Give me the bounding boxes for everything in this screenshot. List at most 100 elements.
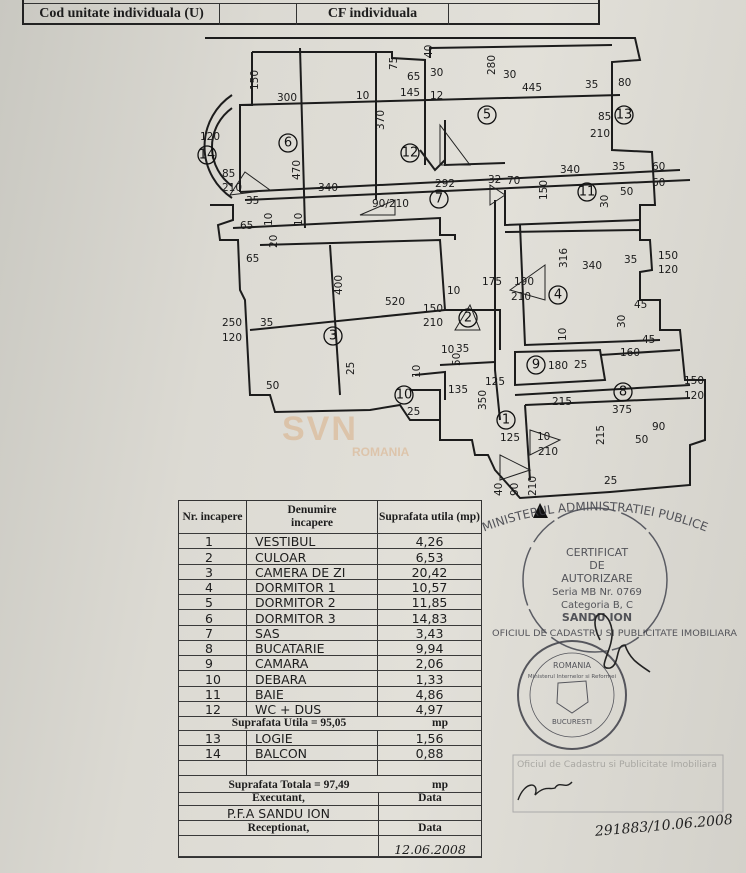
- dimension-label: 210: [511, 291, 531, 303]
- stamp-line: Seria MB Nr. 0769: [552, 587, 642, 598]
- cadastre-stamp-inner: Ministerul Internelor si Reformei: [528, 674, 617, 680]
- cell-area: 4,97: [415, 702, 444, 717]
- room-number-9: 9: [526, 355, 546, 375]
- dimension-label: 12: [430, 90, 443, 102]
- dimension-label: 125: [500, 432, 520, 444]
- wall-line: [329, 244, 341, 396]
- cell-name: DORMITOR 3: [247, 610, 378, 625]
- dimension-label: 215: [552, 396, 572, 408]
- dimension-label: 40: [493, 483, 505, 496]
- table-header-row: Nr. incapere Denumire incapere Suprafata…: [179, 501, 481, 534]
- wall-line: [239, 169, 681, 193]
- dimension-label: 10: [293, 213, 305, 226]
- wall-line: [299, 47, 306, 229]
- dimension-label: 75: [388, 57, 400, 70]
- dimension-label: 35: [246, 195, 259, 207]
- room-circle: [197, 145, 217, 165]
- dimension-label: 80: [618, 77, 631, 89]
- dimension-label: 10: [447, 285, 460, 297]
- dimension-label: 120: [658, 264, 678, 276]
- wall-line: [429, 44, 613, 58]
- wall-line: [239, 94, 621, 106]
- entrance-arrow-icon: [533, 503, 548, 518]
- door-symbol: [499, 454, 532, 481]
- dimension-label: 470: [291, 160, 303, 180]
- cell-area: 4,86: [415, 686, 444, 702]
- dimension-label: 210: [527, 476, 539, 496]
- cell-nr: 8: [179, 640, 247, 655]
- room-number-label: 3: [329, 329, 337, 344]
- wall-line: [414, 361, 496, 400]
- cell-name: CAMARA: [247, 656, 378, 670]
- dimension-label: 120: [200, 131, 220, 143]
- dimension-label: 10: [441, 344, 454, 356]
- cell-empty: [247, 761, 378, 775]
- door-symbol: [454, 303, 481, 331]
- dimension-label: 60: [652, 161, 665, 173]
- dimension-label: 190: [514, 276, 534, 288]
- stamp-line: SANDU ION: [562, 611, 632, 624]
- dimension-label: 120: [684, 390, 704, 402]
- cell-nr: 9: [179, 656, 247, 670]
- dimension-label: 65: [407, 71, 420, 83]
- room-area-table: Nr. incapere Denumire incapere Suprafata…: [178, 500, 482, 858]
- registration-stamp: Oficiul de Cadastru si Publicitate Imobi…: [512, 754, 734, 840]
- wall-line: [244, 179, 691, 201]
- dimension-label: 340: [582, 260, 602, 272]
- executant-label: Executant,: [179, 792, 379, 805]
- signature: [594, 613, 651, 673]
- dimension-label: 160: [620, 347, 640, 359]
- dimension-label: 30: [430, 67, 443, 79]
- cell-nr: 2: [179, 549, 247, 564]
- registration-number: 291883/10.06.2008: [593, 812, 733, 840]
- dimension-label: 10: [537, 431, 550, 443]
- dimension-label: 35: [624, 254, 637, 266]
- header-denumire: Denumire incapere: [247, 501, 378, 533]
- data-label: Data: [418, 822, 442, 834]
- dimension-label: 210: [538, 446, 558, 458]
- room-number-label: 12: [402, 146, 419, 161]
- room-number-6: 6: [278, 133, 298, 153]
- room-number-label: 2: [464, 311, 472, 326]
- room-circle: [496, 410, 516, 430]
- stamp-line: DE: [589, 559, 604, 572]
- cell-nr: 7: [179, 625, 247, 640]
- cell-nr: 4: [179, 579, 247, 594]
- watermark-sub: ROMANIA: [352, 445, 410, 459]
- dimension-label: 35: [456, 343, 469, 355]
- dimension-label: 30: [599, 195, 611, 208]
- cell-name: BALCON: [247, 746, 378, 760]
- door-symbol: [489, 184, 506, 206]
- dimension-label: 45: [634, 299, 647, 311]
- room-number-1: 1: [496, 410, 516, 430]
- suprafata-utila-label: Suprafata Utila = 95,05: [231, 717, 347, 729]
- door-symbol: [359, 199, 396, 216]
- receptionat-label: Receptionat,: [179, 821, 379, 835]
- dimension-label: 30: [503, 69, 516, 81]
- dimension-label: 375: [612, 404, 632, 416]
- dimension-label: 90/210: [372, 198, 409, 210]
- watermark: SVN ROMANIA: [282, 410, 409, 459]
- cell-name: VESTIBUL: [247, 534, 378, 548]
- stamp-line: Categoria B, C: [561, 600, 633, 611]
- registration-signature: [517, 781, 573, 801]
- room-circle: [400, 143, 420, 163]
- room-number-14: 14: [197, 145, 217, 165]
- dimension-label: 210: [423, 317, 443, 329]
- dimension-label: 10: [411, 365, 423, 378]
- cell-area: 9,94: [415, 641, 444, 656]
- room-number-label: 13: [616, 108, 633, 123]
- cell-nr: 5: [179, 595, 247, 609]
- dimension-label: 350: [477, 390, 489, 410]
- room-number-label: 5: [483, 108, 491, 123]
- cell-name: BUCATARIE: [247, 640, 378, 655]
- room-number-8: 8: [613, 382, 633, 402]
- room-number-10: 10: [394, 385, 414, 405]
